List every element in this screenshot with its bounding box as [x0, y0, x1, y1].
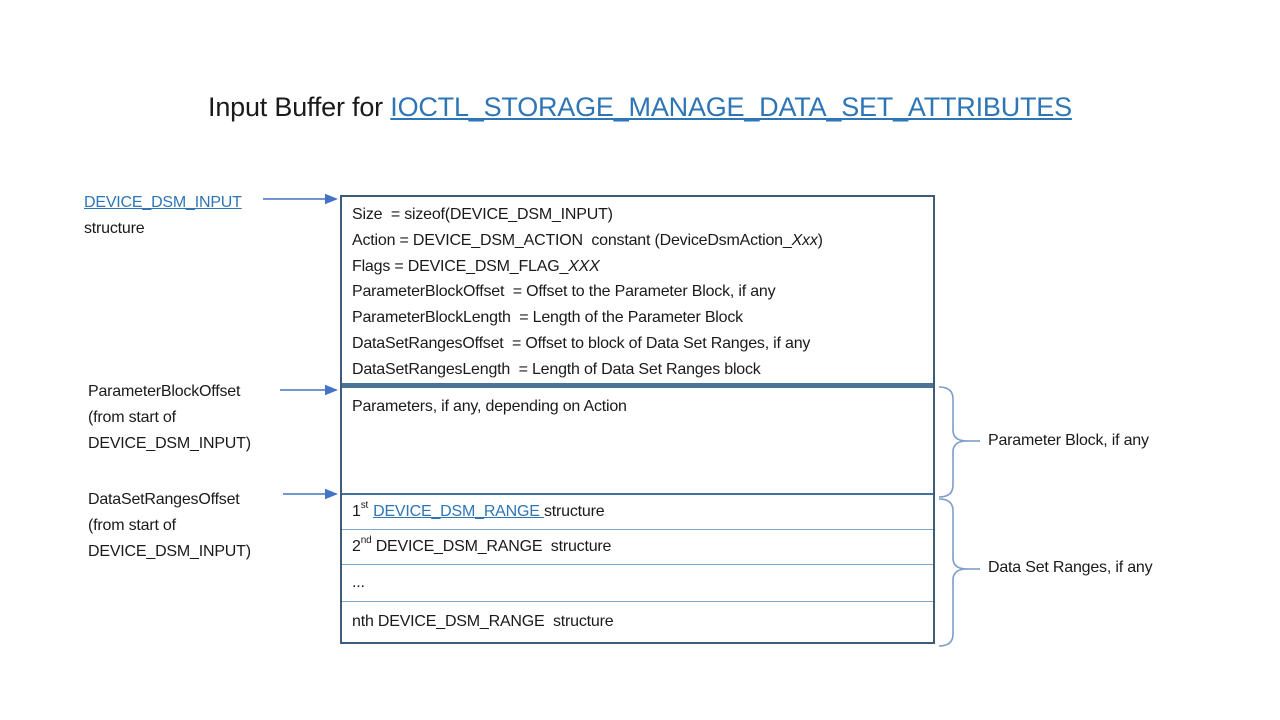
- range-row-nth: nth DEVICE_DSM_RANGE structure: [352, 613, 614, 630]
- range-divider-2: [342, 564, 933, 565]
- data-set-ranges-offset-line2: (from start of: [88, 517, 176, 534]
- page-title: Input Buffer for IOCTL_STORAGE_MANAGE_DA…: [0, 92, 1280, 123]
- field-flags: Flags = DEVICE_DSM_FLAG_XXX: [352, 254, 923, 280]
- field-action-close: ): [817, 231, 823, 249]
- range-2-num: 2: [352, 538, 361, 555]
- data-set-ranges-offset-line1: DataSetRangesOffset: [88, 491, 240, 508]
- data-set-ranges-offset-label: DataSetRangesOffset (from start of DEVIC…: [88, 487, 251, 565]
- device-dsm-input-label-line2: structure: [84, 220, 145, 237]
- field-action-italic: Xxx: [791, 231, 818, 249]
- range-1-rest: structure: [543, 503, 605, 520]
- arrow-data-set-ranges-offset: [283, 488, 338, 500]
- parameter-block-callout: Parameter Block, if any: [988, 432, 1149, 449]
- parameter-block-offset-line2: (from start of: [88, 409, 176, 426]
- parameters-text: Parameters, if any, depending on Action: [352, 398, 627, 415]
- brace-data-set-ranges: [938, 498, 980, 647]
- field-flags-italic: XXX: [568, 257, 600, 275]
- header-parameters-divider: [342, 383, 933, 388]
- field-data-set-ranges-offset: DataSetRangesOffset = Offset to block of…: [352, 334, 811, 352]
- parameter-block-offset-label: ParameterBlockOffset (from start of DEVI…: [88, 379, 251, 457]
- range-1-num: 1: [352, 503, 361, 520]
- device-dsm-input-section: Size = sizeof(DEVICE_DSM_INPUT) Action =…: [342, 197, 933, 383]
- brace-parameter-block: [938, 386, 980, 498]
- device-dsm-input-link[interactable]: DEVICE_DSM_INPUT: [84, 194, 242, 211]
- field-parameter-block-offset: ParameterBlockOffset = Offset to the Par…: [352, 283, 776, 301]
- arrow-parameter-block-offset: [280, 384, 338, 396]
- field-action: Action = DEVICE_DSM_ACTION constant (Dev…: [352, 228, 923, 254]
- field-data-set-ranges-length: DataSetRangesLength = Length of Data Set…: [352, 360, 761, 378]
- device-dsm-input-label: DEVICE_DSM_INPUT structure: [84, 190, 242, 242]
- data-set-ranges-callout: Data Set Ranges, if any: [988, 559, 1153, 576]
- field-action-text: Action = DEVICE_DSM_ACTION constant (Dev…: [352, 231, 792, 249]
- range-2-rest: DEVICE_DSM_RANGE structure: [371, 538, 612, 555]
- parameter-block-section: Parameters, if any, depending on Action: [342, 388, 933, 493]
- parameter-block-offset-line1: ParameterBlockOffset: [88, 383, 241, 400]
- range-divider-3: [342, 601, 933, 602]
- device-dsm-range-link[interactable]: DEVICE_DSM_RANGE: [373, 503, 544, 520]
- input-buffer-box: Size = sizeof(DEVICE_DSM_INPUT) Action =…: [340, 195, 935, 644]
- field-size: Size = sizeof(DEVICE_DSM_INPUT): [352, 206, 613, 223]
- range-row-ellipsis: ...: [352, 574, 365, 591]
- field-parameter-block-length: ParameterBlockLength = Length of the Par…: [352, 309, 743, 327]
- parameters-ranges-divider: [342, 493, 933, 495]
- data-set-ranges-offset-line3: DEVICE_DSM_INPUT): [88, 543, 251, 560]
- field-flags-text: Flags = DEVICE_DSM_FLAG_: [352, 257, 569, 275]
- title-text: Input Buffer for: [208, 92, 391, 122]
- arrow-device-dsm-input: [263, 193, 338, 205]
- range-divider-1: [342, 529, 933, 530]
- ioctl-storage-link[interactable]: IOCTL_STORAGE_MANAGE_DATA_SET_ATTRIBUTES: [390, 92, 1072, 122]
- parameter-block-offset-line3: DEVICE_DSM_INPUT): [88, 435, 251, 452]
